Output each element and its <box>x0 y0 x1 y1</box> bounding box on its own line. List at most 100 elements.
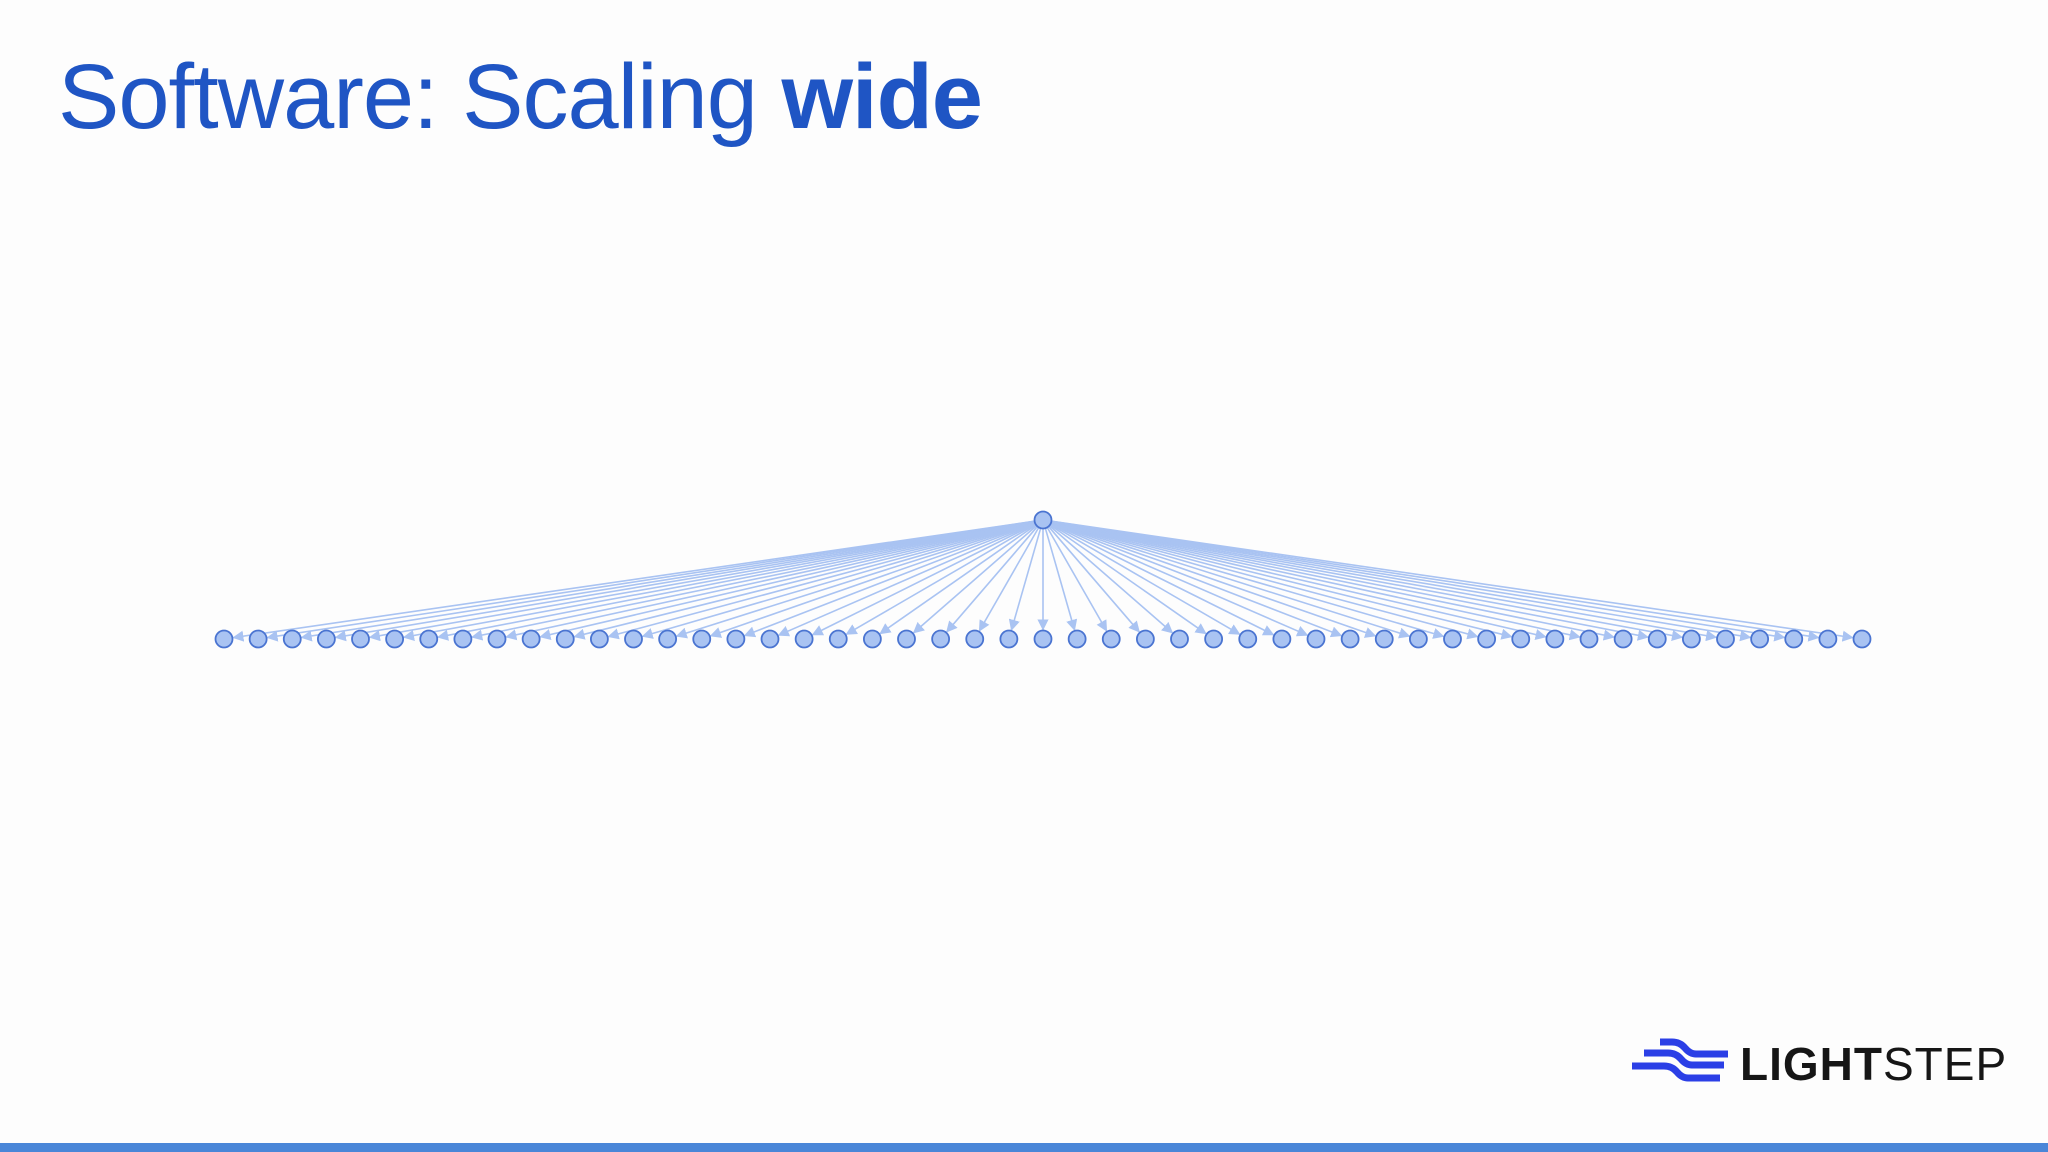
fanout-edge <box>1046 526 1108 632</box>
slide-title: Software: Scaling wide <box>58 42 983 152</box>
child-node <box>1579 629 1599 649</box>
fanout-edge <box>1051 521 1513 640</box>
child-node <box>1272 629 1292 649</box>
child-node <box>965 629 985 649</box>
fanout-edge <box>1051 520 1752 642</box>
child-node <box>1681 629 1701 649</box>
fanout-edge <box>1050 522 1309 637</box>
slide-title-regular: Software: Scaling <box>58 46 782 148</box>
fanout-edge <box>1051 521 1581 641</box>
child-node <box>999 629 1019 649</box>
wordmark-light: LIGHT <box>1740 1038 1883 1090</box>
child-node <box>1443 629 1462 649</box>
child-node <box>351 629 370 649</box>
fanout-edge <box>1047 525 1140 633</box>
child-node <box>1750 629 1770 649</box>
fanout-edge <box>777 522 1036 637</box>
fanout-nodes <box>214 510 1872 649</box>
child-node <box>1101 629 1121 649</box>
root-node <box>1033 510 1053 530</box>
child-node <box>1374 629 1394 649</box>
fanout-edge <box>1051 520 1718 642</box>
fanout-edge <box>1051 520 1684 641</box>
child-node <box>1204 629 1224 649</box>
fanout-edge <box>1051 521 1547 641</box>
fanout-edge <box>471 520 1035 641</box>
child-node <box>931 629 951 649</box>
child-node <box>214 629 234 649</box>
child-node <box>1852 629 1872 649</box>
fanout-edge <box>845 523 1037 635</box>
fanout-edge <box>1049 524 1207 635</box>
fanout-edge <box>1051 520 1615 641</box>
fanout-edge <box>1050 522 1377 638</box>
fanout-edge <box>368 520 1035 642</box>
fanout-edge <box>505 521 1035 641</box>
fanout-edge <box>1050 521 1411 639</box>
fanout-edge <box>1051 520 1786 642</box>
child-node <box>692 629 712 649</box>
child-node <box>1511 629 1531 649</box>
child-node <box>1135 629 1155 649</box>
child-node <box>316 629 336 649</box>
child-node <box>1613 629 1633 649</box>
child-node <box>828 629 848 649</box>
fanout-edge <box>436 520 1035 641</box>
fanout-edge <box>607 521 1035 640</box>
child-node <box>1818 629 1838 649</box>
child-node <box>282 629 302 649</box>
fanout-edge <box>1049 523 1241 635</box>
fanout-edge <box>743 522 1036 638</box>
child-node <box>1340 629 1360 649</box>
fanout-edge <box>811 523 1036 636</box>
fanout-edge <box>573 521 1035 640</box>
child-node <box>862 629 882 649</box>
fanout-edge <box>946 525 1039 633</box>
fanout-edge <box>709 522 1036 638</box>
fanout-edge <box>1050 522 1343 638</box>
fanout-edge <box>402 520 1035 641</box>
lightstep-wordmark: LIGHTSTEP <box>1740 1039 2007 1089</box>
child-node <box>897 629 916 649</box>
child-node <box>1170 629 1189 649</box>
child-node <box>1306 629 1326 649</box>
child-node <box>1716 629 1735 649</box>
fanout-edge <box>300 520 1035 642</box>
child-node <box>453 629 473 649</box>
fanout-edges <box>232 520 1854 642</box>
fanout-edge <box>1048 524 1174 634</box>
child-node <box>1477 629 1497 649</box>
child-node <box>726 629 746 649</box>
child-node <box>760 629 780 649</box>
child-node <box>1545 629 1565 649</box>
child-node <box>624 629 643 649</box>
child-node <box>1033 629 1053 649</box>
child-node <box>658 629 678 649</box>
fanout-edge <box>1051 520 1650 641</box>
wordmark-step: STEP <box>1882 1038 2008 1090</box>
fanout-edge <box>1051 520 1820 642</box>
child-node <box>1067 629 1087 649</box>
child-node <box>1408 629 1428 649</box>
child-node <box>521 629 541 649</box>
child-node <box>1647 629 1667 649</box>
fanout-edge <box>1050 521 1445 639</box>
fanout-edge <box>334 520 1035 642</box>
child-node <box>589 629 609 649</box>
fanout-edge <box>675 521 1036 639</box>
bottom-accent-bar <box>0 1143 2048 1152</box>
fanout-edge <box>539 521 1035 641</box>
fanout-edge <box>266 520 1035 642</box>
fanout-edge <box>879 524 1037 635</box>
fanout-edge <box>1008 527 1042 631</box>
child-node <box>487 629 507 649</box>
child-node <box>248 629 268 649</box>
child-node <box>555 629 575 649</box>
fanout-edge <box>232 520 1035 642</box>
slide-title-bold: wide <box>781 46 982 148</box>
lightstep-logo: LIGHTSTEP <box>1630 1032 2006 1092</box>
lightstep-mark-icon <box>1632 1038 1728 1082</box>
fanout-edge <box>1044 527 1078 631</box>
